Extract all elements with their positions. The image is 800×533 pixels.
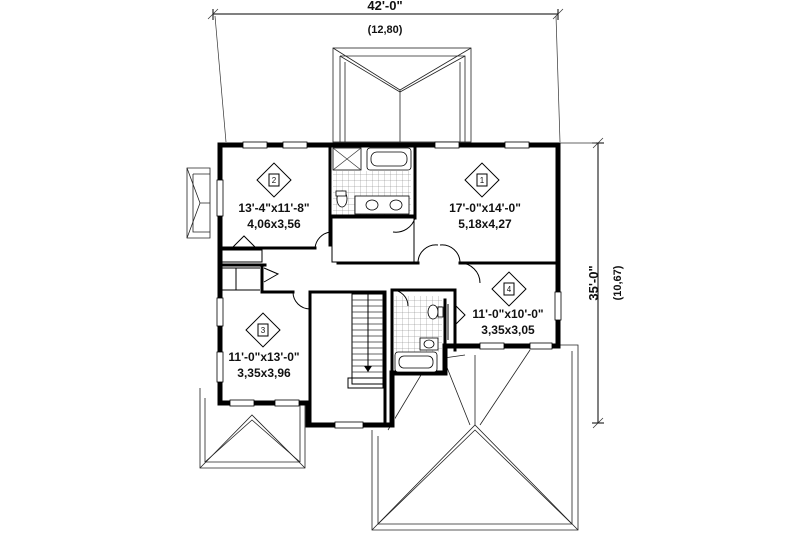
- room-1-imperial: 17'-0"x14'-0": [449, 201, 521, 215]
- room-3-metric: 3,35x3,96: [237, 366, 291, 380]
- svg-text:2: 2: [272, 176, 277, 185]
- room-2-tag: 2: [256, 162, 292, 198]
- room-2-imperial: 13'-4"x11'-8": [238, 201, 309, 215]
- width-imperial-label: 42'-0": [367, 0, 402, 13]
- room-2: 2 13'-4"x11'-8" 4,06x3,56: [238, 162, 310, 231]
- room-3-tag: 3: [245, 312, 281, 348]
- bathroom-fixtures: [332, 147, 444, 373]
- roof-top-center: [332, 47, 472, 143]
- room-4-metric: 3,35x3,05: [481, 323, 535, 337]
- interior-walls: [218, 143, 560, 425]
- roof-left-bay: [186, 167, 211, 239]
- room-1-metric: 5,18x4,27: [458, 217, 512, 231]
- closets: [221, 217, 449, 340]
- room-3: 3 11'-0"x13'-0" 3,35x3,96: [228, 312, 300, 380]
- doors: [231, 217, 481, 326]
- roof-bottom-right: [371, 344, 579, 531]
- width-metric-label: (12,80): [368, 24, 403, 36]
- width-dimension: 42'-0" (12,80): [207, 0, 564, 143]
- room-4-tag: 4: [491, 271, 527, 307]
- room-4-imperial: 11'-0"x10'-0": [472, 307, 543, 321]
- depth-metric-label: (10,67): [612, 265, 624, 300]
- room-3-imperial: 11'-0"x13'-0": [228, 350, 299, 364]
- room-2-metric: 4,06x3,56: [247, 217, 301, 231]
- svg-text:1: 1: [480, 176, 485, 185]
- room-1-tag: 1: [464, 162, 500, 198]
- depth-imperial-label: 35'-0": [586, 265, 601, 300]
- staircase: [347, 293, 384, 389]
- windows: [216, 141, 562, 429]
- depth-dimension: 35'-0" (10,67): [560, 137, 624, 429]
- room-4: 4 11'-0"x10'-0" 3,35x3,05: [472, 271, 544, 337]
- svg-text:3: 3: [261, 326, 266, 335]
- svg-text:4: 4: [507, 285, 512, 294]
- room-1: 1 17'-0"x14'-0" 5,18x4,27: [449, 162, 521, 231]
- roof-bottom-left: [199, 388, 306, 469]
